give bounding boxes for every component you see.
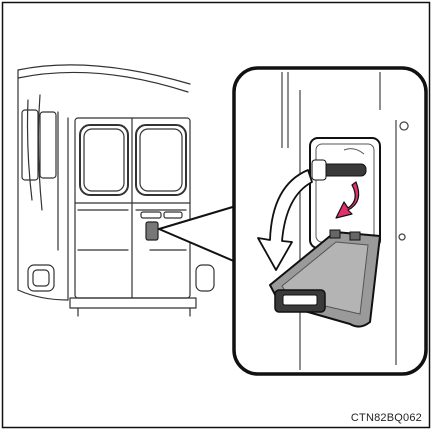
figure-code: CTN82BQ062: [351, 412, 422, 424]
cover-lid-opening-detail: [234, 68, 426, 374]
